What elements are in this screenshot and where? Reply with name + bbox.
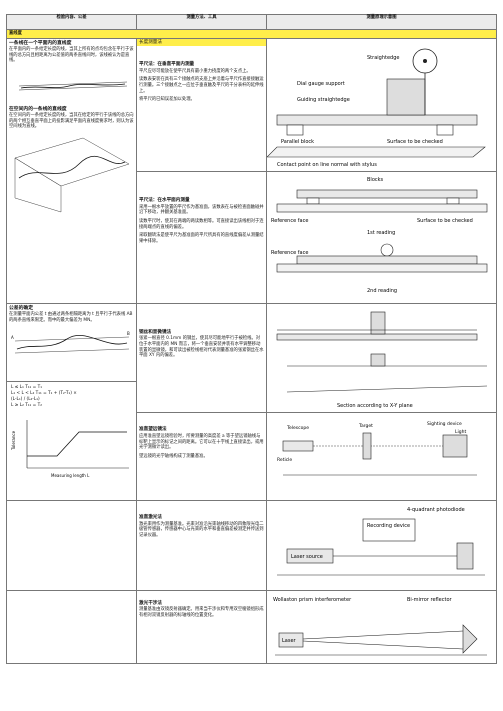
label-parallel: Parallel block	[281, 139, 314, 145]
svg-text:A: A	[11, 335, 14, 340]
row2-method-text3: 采取翻转法是使平尺为基准面的平尺所具有的直线度偏差从测量结果中排除。	[139, 233, 264, 244]
label-sighting: Sighting device	[427, 421, 462, 427]
label-laser-source: Laser source	[291, 554, 323, 560]
row3-diagram: Section according to X-Y plane	[276, 311, 488, 409]
row3-method-title: 钢丝和显微镜法	[139, 329, 172, 335]
label-laser: Laser	[282, 638, 297, 644]
row6-method-text: 测量基准由双镜反射器确定。用来当干涉仪和专用双空棱镜组形成有相对双镜反射器的标轴…	[139, 607, 264, 618]
cell-row6-left	[6, 589, 137, 665]
row4-method-text2: 望远镜的光学轴线构成了测量基准。	[139, 453, 208, 459]
spec-table: 检验内容、公差 测量方法、工具 测量原理示意图 直线度 一条线在一个平面内的直线…	[6, 14, 497, 665]
label-surface-2: Surface to be checked	[417, 218, 473, 224]
label-straightedge: Straightedge	[367, 55, 399, 61]
row2-diagram: Blocks Reference face Surface to be chec…	[271, 177, 488, 294]
label-blocks: Blocks	[367, 177, 384, 183]
label-second: 2nd reading	[367, 288, 397, 294]
row5-method-title: 准直激光法	[139, 514, 162, 520]
formula-1: L ≤ L₁ T₁₁ = T₁	[11, 384, 42, 390]
cell-row4-left: L ≤ L₁ T₁₁ = T₁ L₁ < L < L₂ T₁₁ = T₁ + (…	[6, 380, 137, 501]
label-target: Target	[358, 423, 373, 429]
label-section: Section according to X-Y plane	[337, 403, 413, 409]
page: 检验内容、公差 测量方法、工具 测量原理示意图 直线度 一条线在一个平面内的直线…	[6, 14, 497, 706]
label-wollaston: Wollaston prism interferometer	[273, 597, 352, 603]
header-col1: 检验内容、公差	[6, 14, 137, 30]
row1-method-text1: 平尺应尽可能放在使平尺具有最小重力挠度的两个支点上。	[139, 68, 251, 74]
cell-row4-method: 准直望远镜法 应用准直望远镜检验时，所要测量的高度差 a 等于望远镜轴线与标靶上…	[136, 412, 267, 501]
label-bimirror: Bi-mirror reflector	[407, 597, 453, 603]
row2-space-figure	[14, 137, 130, 213]
label-telescope: Telescope	[286, 425, 309, 431]
cell-row6-method: 激光干涉法 测量基准由双镜反射器确定。用来当干涉仪和专用双空棱镜组形成有相对双镜…	[136, 589, 267, 665]
cell-row3-figure: Section according to X-Y plane	[266, 302, 497, 414]
label-reference-2: Reference face	[271, 250, 308, 256]
label-surface: Surface to be checked	[387, 139, 443, 145]
cell-row5-method: 准直激光法 激光束用作为测量基准。光束对准沿光束轴线移动的四象限光电二极管传感器…	[136, 499, 267, 591]
svg-text:B: B	[127, 331, 130, 336]
row3-method-text: 张紧一根直径 0.1mm 的钢丝，使其尽可能地平行于被检线。对位于水平面内的 M…	[139, 336, 264, 359]
row1-text: 在平面内的一条给定长度的线，当其上所有的点均包含在平行于该线的总方向且相距离为公…	[9, 47, 134, 64]
row2-method-text2: 读数平尺时，使其在两端的两读数相等。可直接读出该线相对于连接两端点的直线的偏差。	[139, 218, 264, 230]
row6-method-title: 激光干涉法	[139, 600, 162, 606]
label-photodiode: 4-quadrant photodiode	[407, 507, 465, 513]
formula-block: L ≤ L₁ T₁₁ = T₁ L₁ < L < L₂ T₁₁ = T₁ + (…	[11, 385, 132, 409]
cell-row5-left	[6, 499, 137, 591]
label-first: 1st reading	[367, 230, 395, 236]
header-col2: 测量方法、工具	[136, 14, 267, 30]
cell-row4-figure: Telescope Target Sighting device Light R…	[266, 412, 497, 501]
cell-row1-left: 一条线在一个平面内的直线度 在平面内的一条给定长度的线，当其上所有的点均包含在平…	[6, 37, 137, 304]
label-contact: Contact point on line normal with stylus	[277, 162, 377, 168]
row1-diagram: Straightedge Dial gauge support Guiding …	[266, 48, 486, 168]
formula-4: L ≥ L₂ T₁₁ = T₂	[11, 402, 42, 408]
label-light: Light	[455, 429, 466, 435]
row2-title: 在空间内的一条线的直线度	[9, 106, 67, 112]
label-recording: Recording device	[367, 523, 410, 529]
row4-diagram: Telescope Target Sighting device Light R…	[277, 421, 477, 476]
row4-method-title: 准直望远镜法	[139, 427, 167, 433]
row1-method-text2: 读数表安装在具有三个接触点的支座上并沿着与平尺作直接接触运行测量。三个接触点之一…	[139, 77, 264, 94]
row1-line-figure	[18, 81, 128, 91]
cell-row3-method: 钢丝和显微镜法 张紧一根直径 0.1mm 的钢丝，使其尽可能地平行于被检线。对位…	[136, 302, 267, 414]
row5-method-text: 激光束用作为测量基准。光束对准沿光束轴线移动的四象限光电二极管传感器，传感器中心…	[139, 521, 264, 538]
row1-method-title: 平尺法：在垂直平面内测量	[139, 62, 195, 68]
cell-row5-figure: 4-quadrant photodiode Recording device L…	[266, 499, 497, 591]
tolerance-graph: Tolerance Measuring length L	[11, 419, 129, 478]
label-guiding: Guiding straightedge	[297, 97, 350, 103]
row2-method-text1: 采用一根水平放置的平尺作为基准面，该数表在与被检查面触碰并沿下移动，并翻关基准面…	[139, 204, 264, 216]
row4-method-text1: 应用准直望远镜检验时，所要测量的高度差 a 等于望远镜轴线与标靶上显示的标记之间…	[139, 433, 264, 451]
cell-row2-figure: Blocks Reference face Surface to be chec…	[266, 171, 497, 304]
formula-2: L₁ < L < L₂ T₁₁ = T₁ + (T₂-T₁) ×	[11, 390, 77, 396]
label-reference: Reference face	[271, 218, 308, 224]
cell-row1-figure: Straightedge Dial gauge support Guiding …	[266, 37, 497, 173]
row5-diagram: 4-quadrant photodiode Recording device L…	[277, 507, 485, 576]
header-col3: 测量原理示意图	[266, 14, 497, 30]
cell-row1-method: 长度测量法 平尺法：在垂直平面内测量 平尺应尽可能放在使平尺具有最小重力挠度的两…	[136, 37, 267, 173]
row3-tolerance-figure: A B	[11, 331, 130, 353]
graph-y-label: Tolerance	[11, 430, 16, 451]
label-reticle: Reticle	[277, 457, 292, 463]
row1-method-text3: 将平尺的已知误差加以处理。	[139, 97, 195, 103]
row3-text: 在测量平面内公差 t 由通过两条相隔距离为 t 且平行于代表线 AB 的两条直线…	[9, 312, 133, 323]
cell-row6-figure: Wollaston prism interferometer Bi-mirror…	[266, 589, 497, 665]
label-dial-gauge: Dial gauge support	[297, 81, 345, 87]
section-label: 直线度	[6, 29, 497, 39]
row3-title: 公差的确定	[9, 305, 33, 311]
row1-method-head: 长度测量法	[137, 38, 266, 47]
row1-title: 一条线在一个平面内的直线度	[9, 40, 72, 46]
graph-x-label: Measuring length L	[51, 473, 90, 478]
row2-text: 在空间内的一条给定长度的线，当其在给定的平行于该线的总方向的两个相互垂直平面上的…	[9, 113, 134, 130]
row6-diagram: Wollaston prism interferometer Bi-mirror…	[273, 597, 487, 655]
cell-row3-left: 公差的确定 在测量平面内公差 t 由通过两条相隔距离为 t 且平行于代表线 AB…	[6, 302, 137, 382]
cell-row2-method: 平尺法：在水平面内测量 采用一根水平放置的平尺作为基准面，该数表在与被检查面触碰…	[136, 171, 267, 304]
formula-3: (L-L₁) / (L₂-L₁)	[11, 396, 40, 402]
row2-method-title: 平尺法：在水平面内测量	[139, 198, 190, 204]
